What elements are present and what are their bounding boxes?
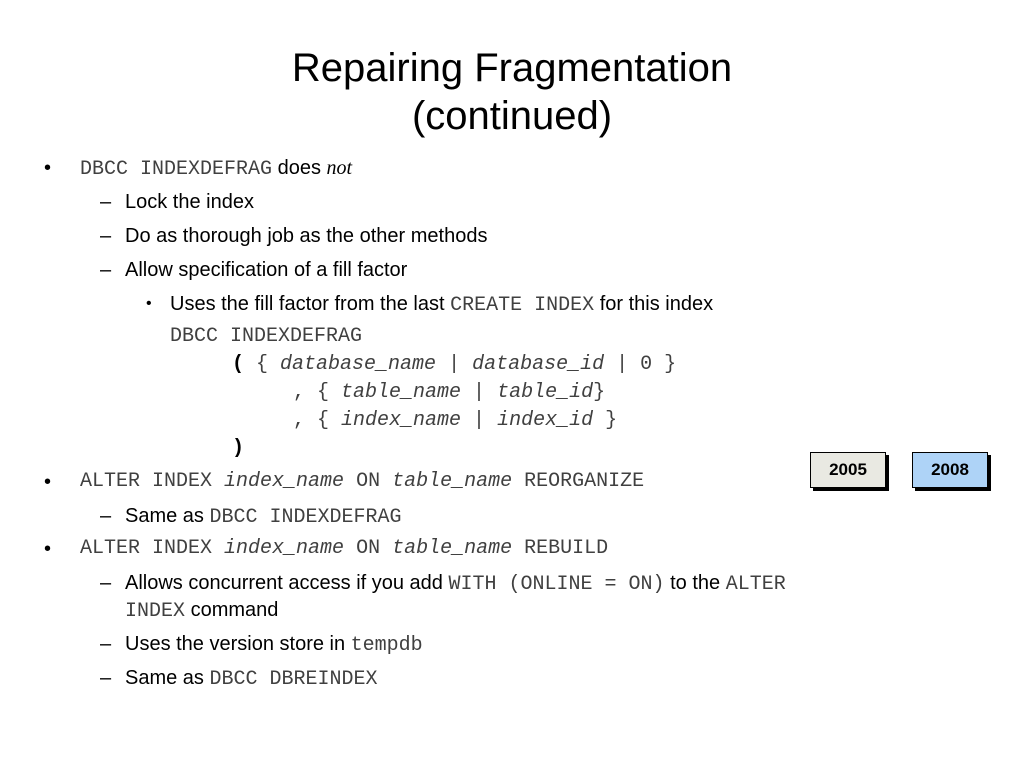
syntax-line-4: , { index_name | index_id }: [293, 408, 617, 434]
code-param: index_name: [341, 409, 462, 432]
title-line-2: (continued): [411, 94, 613, 138]
code-text: tempdb: [350, 634, 423, 657]
emphasis-text: not: [326, 157, 353, 179]
slide-title: Repairing Fragmentation (continued): [0, 44, 1024, 140]
bullet-dbcc-indexdefrag: DBCC INDEXDEFRAG does not: [80, 155, 352, 183]
code-text: |: [461, 409, 498, 432]
code-param: table_name: [341, 381, 462, 404]
plain-text: Allows concurrent access if you add: [125, 572, 449, 594]
sub-bullet-concurrent-access: Allows concurrent access if you add WITH…: [125, 570, 786, 598]
dash-symbol: –: [100, 572, 112, 594]
syntax-line-5: ): [232, 437, 245, 460]
bullet-symbol: •: [146, 295, 152, 312]
code-text: |: [436, 353, 473, 376]
syntax-line-1: DBCC INDEXDEFRAG: [170, 325, 363, 348]
dash-symbol: –: [100, 667, 112, 689]
code-param: database_id: [472, 353, 605, 376]
code-text: , {: [293, 409, 342, 432]
version-badge-2008: 2008: [912, 452, 988, 488]
version-badge-2005: 2005: [810, 452, 886, 488]
plain-text: for this index: [594, 293, 714, 315]
bullet-alter-rebuild: ALTER INDEX index_name ON table_name REB…: [80, 536, 608, 562]
bullet-alter-reorganize: ALTER INDEX index_name ON table_name REO…: [80, 469, 644, 495]
code-text: ON: [344, 537, 393, 560]
open-paren: (: [232, 353, 257, 376]
sub-sub-bullet-create-index: Uses the fill factor from the last CREAT…: [170, 291, 713, 319]
code-param: table_name: [392, 470, 513, 493]
code-text: DBCC INDEXDEFRAG: [80, 158, 273, 181]
sub-bullet-lock: Lock the index: [125, 191, 254, 213]
plain-text: Uses the version store in: [125, 633, 351, 655]
code-param: index_id: [497, 409, 594, 432]
code-text: REBUILD: [512, 537, 609, 560]
sub-bullet-same-as-dbreindex: Same as DBCC DBREINDEX: [125, 665, 378, 693]
title-line-1: Repairing Fragmentation: [291, 46, 733, 90]
plain-text: Uses the fill factor from the last: [170, 293, 451, 315]
sub-bullet-version-store: Uses the version store in tempdb: [125, 631, 423, 659]
sub-bullet-concurrent-access-cont: INDEX command: [125, 597, 278, 625]
code-text: {: [256, 353, 281, 376]
code-text: ALTER INDEX: [80, 537, 225, 560]
code-param: table_name: [392, 537, 513, 560]
bullet-symbol: •: [44, 157, 52, 179]
code-text: WITH (ONLINE = ON): [448, 573, 665, 596]
syntax-line-2: ( { database_name | database_id | 0 }: [232, 352, 676, 378]
sub-bullet-thorough: Do as thorough job as the other methods: [125, 225, 488, 247]
code-text: ALTER: [725, 573, 786, 596]
code-text: , {: [293, 381, 342, 404]
dash-symbol: –: [100, 259, 112, 281]
bullet-symbol: •: [44, 538, 52, 560]
dash-symbol: –: [100, 225, 112, 247]
dash-symbol: –: [100, 505, 112, 527]
bullet-symbol: •: [44, 471, 52, 493]
code-text: INDEX: [125, 600, 186, 623]
plain-text: to the: [664, 572, 726, 594]
code-param: index_name: [224, 470, 345, 493]
code-text: | 0 }: [604, 353, 677, 376]
syntax-line-3: , { table_name | table_id}: [293, 380, 605, 406]
dash-symbol: –: [100, 633, 112, 655]
plain-text: does: [272, 157, 327, 179]
code-text: REORGANIZE: [512, 470, 645, 493]
code-param: table_id: [497, 381, 594, 404]
code-text: DBCC INDEXDEFRAG: [209, 506, 402, 529]
code-text: }: [593, 381, 606, 404]
plain-text: Same as: [125, 505, 210, 527]
code-param: index_name: [224, 537, 345, 560]
code-text: ON: [344, 470, 393, 493]
code-text: CREATE INDEX: [450, 294, 595, 317]
plain-text: command: [185, 599, 279, 621]
code-text: |: [461, 381, 498, 404]
code-text: }: [593, 409, 618, 432]
code-param: database_name: [280, 353, 437, 376]
code-text: DBCC DBREINDEX: [209, 668, 378, 691]
sub-bullet-fill-factor: Allow specification of a fill factor: [125, 259, 408, 281]
dash-symbol: –: [100, 191, 112, 213]
sub-bullet-same-as-indexdefrag: Same as DBCC INDEXDEFRAG: [125, 503, 402, 531]
code-text: ALTER INDEX: [80, 470, 225, 493]
plain-text: Same as: [125, 667, 210, 689]
